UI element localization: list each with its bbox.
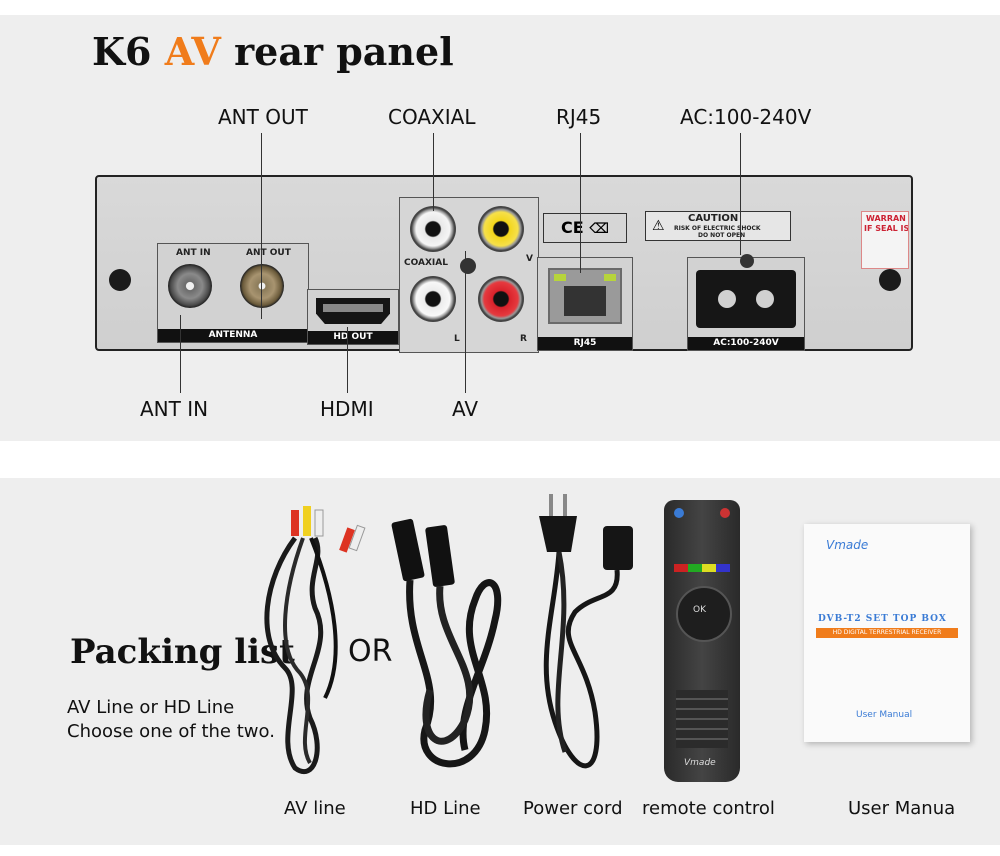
av-cable-image	[264, 506, 366, 774]
l-port-label: L	[454, 334, 460, 344]
remote-dpad: OK	[676, 586, 732, 642]
packing-note-line-1: AV Line or HD Line	[67, 697, 235, 718]
coaxial-jack-icon	[410, 206, 456, 252]
hd-out-bar-label: HD OUT	[308, 331, 398, 344]
ac-socket-icon	[696, 270, 796, 328]
remote-brand-label: Vmade	[684, 758, 716, 768]
leader-line-ac	[740, 133, 741, 255]
caption-av-line: AV line	[284, 798, 346, 819]
caption-hd-line: HD Line	[410, 798, 481, 819]
caption-remote-control: remote control	[642, 798, 775, 819]
rj45-port-group: RJ45	[537, 257, 633, 351]
warning-triangle-icon: ⚠	[652, 218, 665, 234]
remote-control-image: OK Vmade	[664, 500, 740, 782]
ethernet-port-icon	[548, 268, 622, 324]
leader-line-av	[465, 251, 466, 393]
callout-hdmi: HDMI	[320, 397, 374, 421]
warranty-sticker: WARRAN IF SEAL IS	[861, 211, 909, 269]
remote-ok-label: OK	[693, 605, 706, 615]
user-manual-image: Vmade DVB-T2 SET TOP BOX HD DIGITAL TERR…	[804, 524, 970, 742]
ac-screw-icon	[740, 254, 754, 268]
ce-mark-text: CE	[560, 218, 584, 237]
leader-line-ant-out	[261, 133, 262, 319]
leader-line-rj45	[580, 133, 581, 273]
caption-user-manual: User Manua	[848, 798, 956, 819]
antenna-bar-label: ANTENNA	[158, 329, 308, 342]
manual-title: DVB-T2 SET TOP BOX	[818, 614, 947, 624]
caution-label: ⚠ CAUTION RISK OF ELECTRIC SHOCK DO NOT …	[645, 211, 791, 241]
title-accent: AV	[164, 29, 221, 74]
leader-line-hdmi	[347, 327, 348, 393]
callout-ac: AC:100-240V	[680, 105, 812, 129]
caution-title: CAUTION	[688, 213, 739, 224]
callout-av: AV	[452, 397, 479, 421]
packing-list-section: Packing list OR AV Line or HD Line Choos…	[0, 478, 1000, 845]
remote-power-button-icon	[674, 508, 684, 518]
caution-line-1: RISK OF ELECTRIC SHOCK	[674, 225, 761, 232]
audio-right-jack-icon	[478, 276, 524, 322]
av-port-group: COAXIAL V L R	[399, 197, 539, 353]
rear-panel-title: K6 AV rear panel	[92, 29, 454, 74]
hdmi-port-group: HD OUT	[307, 289, 399, 345]
callout-ant-out: ANT OUT	[218, 105, 308, 129]
leader-line-coaxial	[433, 133, 434, 211]
screw-left-icon	[109, 269, 131, 291]
v-port-label: V	[526, 254, 533, 264]
callout-ant-in: ANT IN	[140, 397, 209, 421]
title-suffix: rear panel	[234, 29, 454, 74]
caution-line-2: DO NOT OPEN	[698, 232, 746, 239]
remote-keypad	[676, 690, 728, 748]
ac-port-group: AC:100-240V	[687, 254, 805, 351]
hd-cable-image	[391, 518, 502, 768]
rj45-bar-label: RJ45	[538, 337, 632, 350]
rear-panel-section: K6 AV rear panel ANT OUT COAXIAL RJ45 AC…	[0, 15, 1000, 441]
leader-line-ant-in	[180, 315, 181, 393]
screw-right-icon	[879, 269, 901, 291]
ant-out-port-label: ANT OUT	[246, 248, 291, 258]
manual-footer: User Manual	[856, 710, 913, 720]
packing-list-title: Packing list	[70, 632, 295, 672]
warranty-text-2: IF SEAL IS	[864, 224, 909, 233]
ant-in-port-label: ANT IN	[176, 248, 211, 258]
ce-mark-icon: CE ⌫	[543, 213, 627, 243]
manual-subtitle: HD DIGITAL TERRESTRIAL RECEIVER	[816, 628, 958, 638]
set-top-box-rear: ANT IN ANT OUT ANTENNA HD OUT COAXIAL V …	[95, 175, 913, 353]
warranty-text: WARRAN	[866, 214, 906, 223]
remote-mute-button-icon	[720, 508, 730, 518]
audio-left-jack-icon	[410, 276, 456, 322]
power-cord-image	[539, 494, 633, 769]
ac-bar-label: AC:100-240V	[688, 337, 804, 350]
center-screw-icon	[460, 258, 476, 274]
callout-rj45: RJ45	[556, 105, 602, 129]
manual-brand: Vmade	[826, 538, 869, 552]
or-label: OR	[348, 634, 393, 669]
remote-color-keys	[674, 564, 730, 572]
caption-power-cord: Power cord	[523, 798, 623, 819]
video-jack-icon	[478, 206, 524, 252]
coaxial-port-label: COAXIAL	[404, 258, 448, 268]
ant-in-connector-icon	[168, 264, 212, 308]
packing-note-line-2: Choose one of the two.	[67, 721, 275, 742]
ant-out-connector-icon	[240, 264, 284, 308]
antenna-port-group: ANT IN ANT OUT ANTENNA	[157, 243, 309, 343]
r-port-label: R	[520, 334, 527, 344]
callout-coaxial: COAXIAL	[388, 105, 476, 129]
title-prefix: K6	[92, 29, 152, 74]
